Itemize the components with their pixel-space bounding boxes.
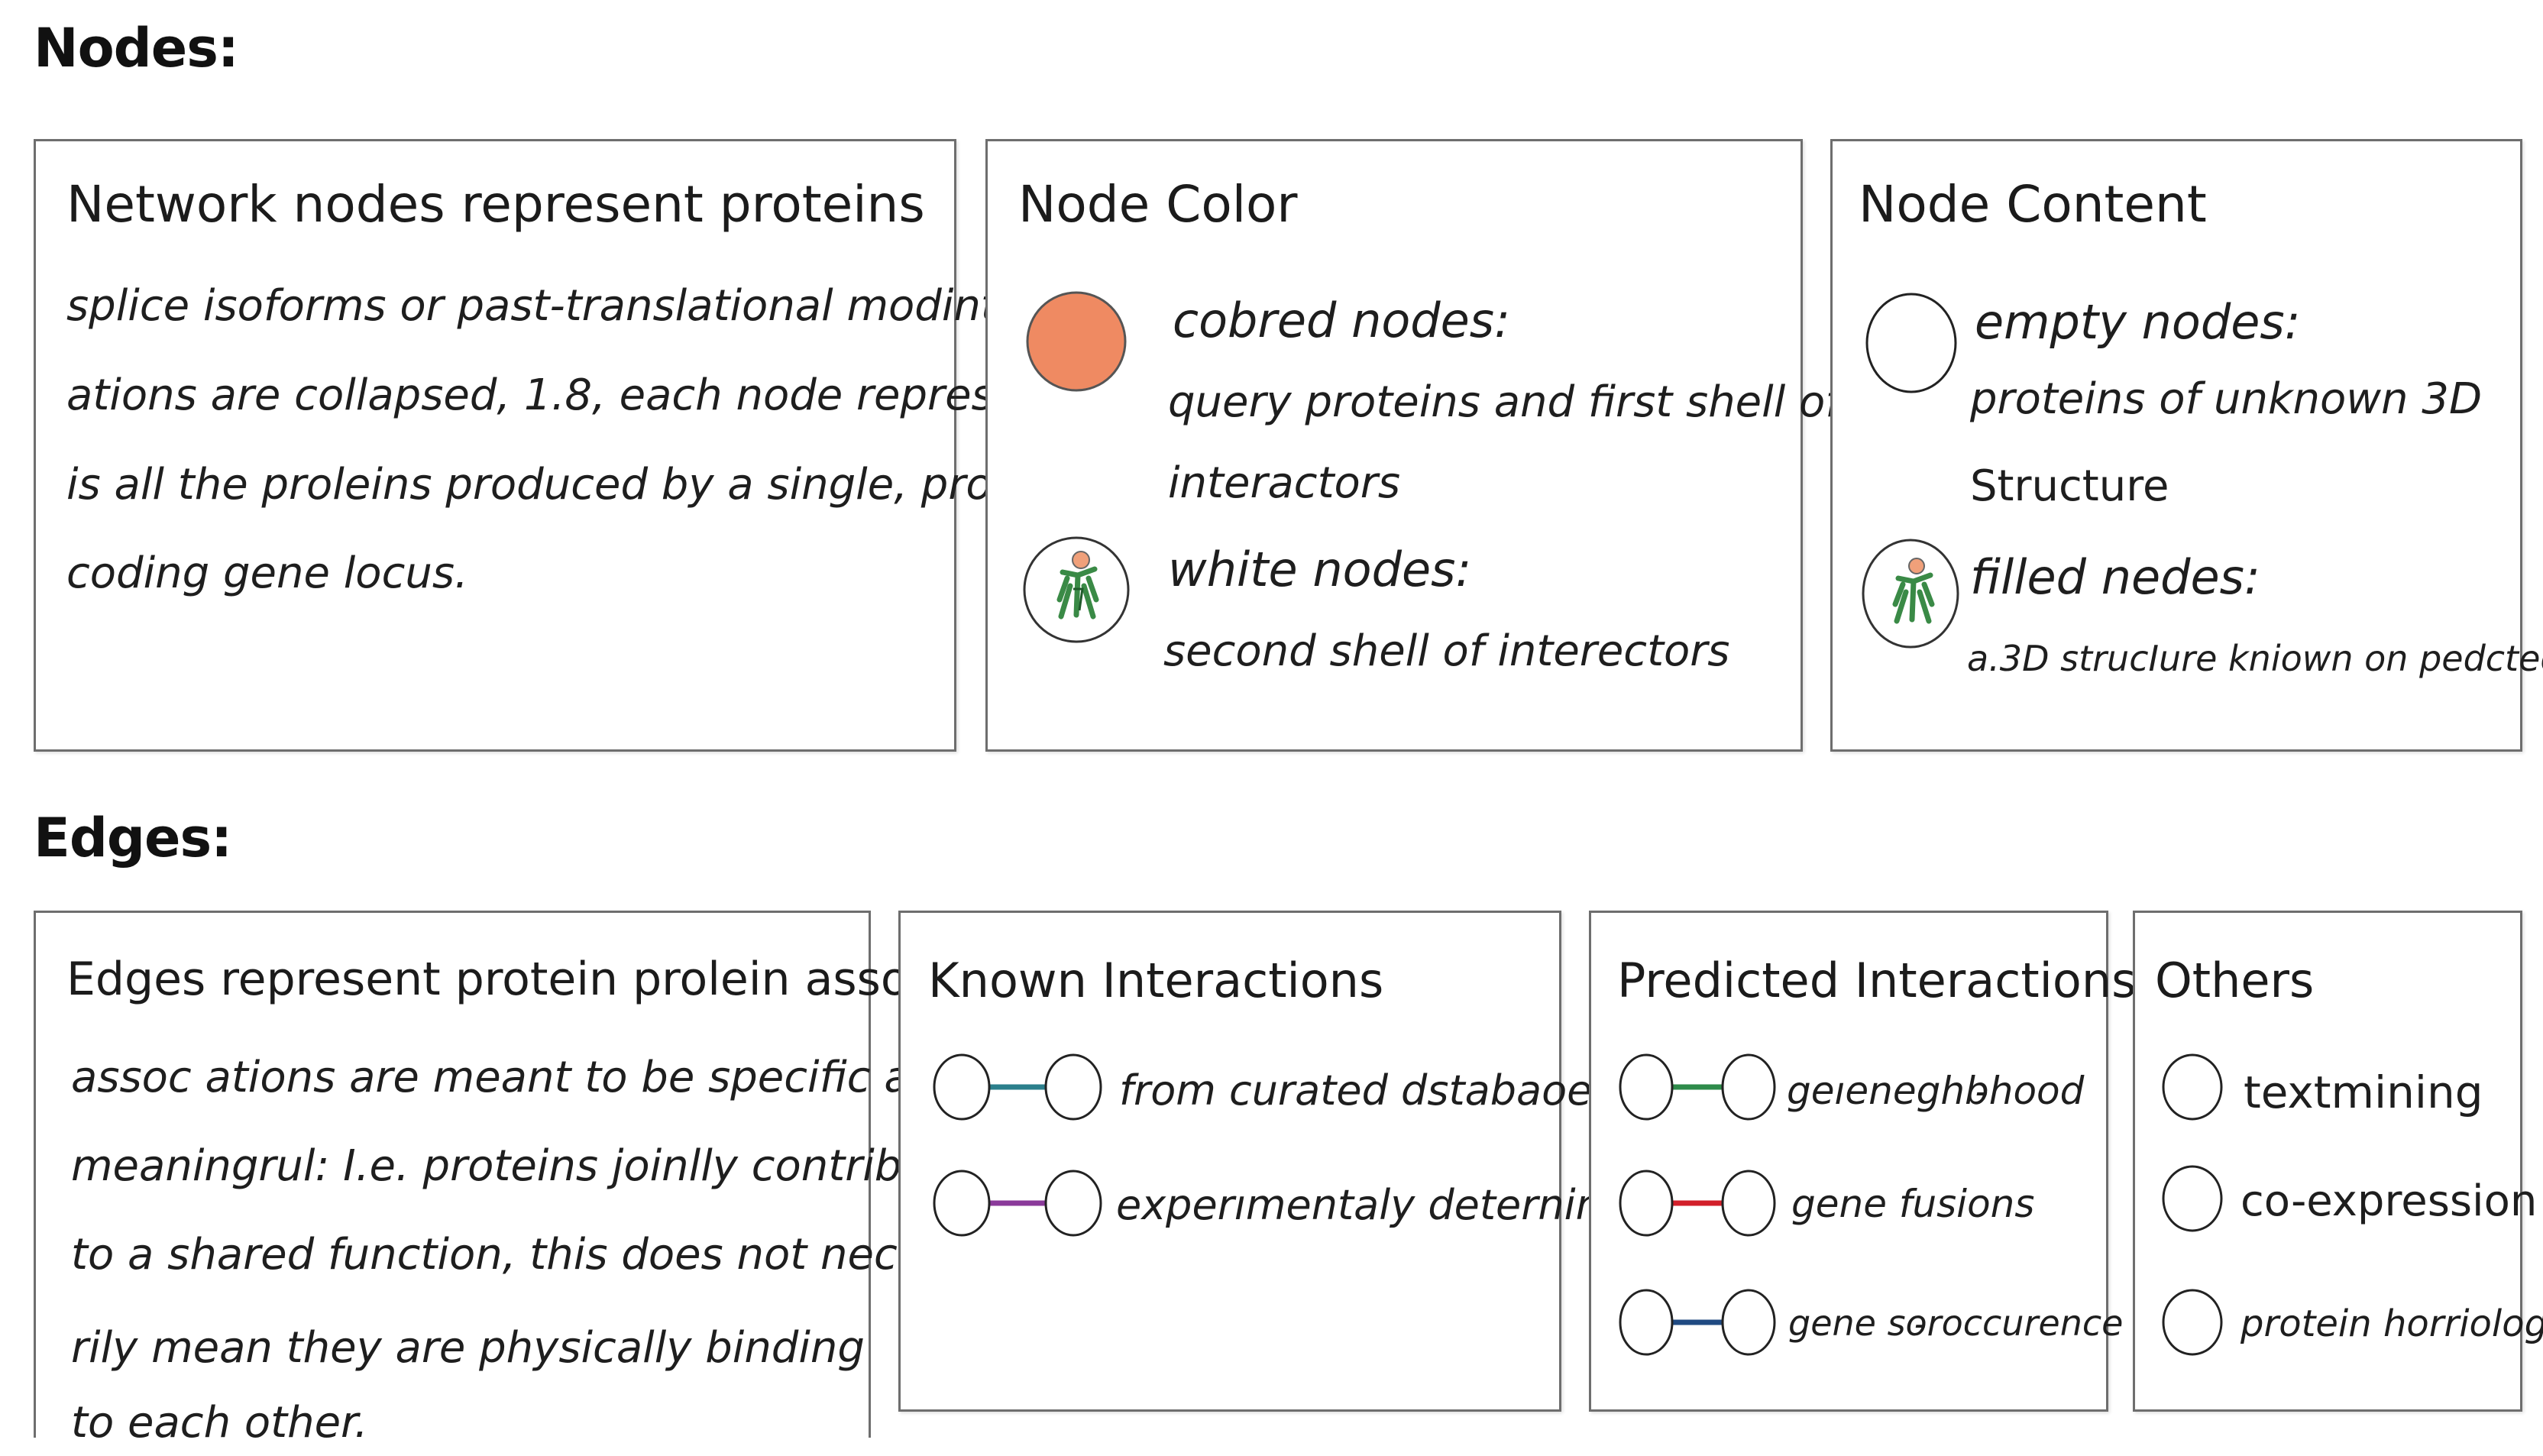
others-item-label: co-expression xyxy=(2240,1176,2538,1226)
edge-represent-line: rily mean they are physically binding xyxy=(71,1323,865,1373)
node-represent-line: is all the proleins produced by a single… xyxy=(66,460,1075,510)
others-title: Others xyxy=(2155,953,2315,1008)
empty-nodes-desc: proteins of unknown 3D xyxy=(1970,374,2483,424)
edge-represent-line: to each other. xyxy=(71,1398,368,1448)
edge-fusion-icon xyxy=(1619,1170,1776,1237)
others-panel: Others textmining co-expression protein … xyxy=(2133,911,2543,1412)
node-represent-panel: Network nodes represent proteins splice … xyxy=(34,139,1074,752)
known-interactions-panel: Known Interactions from curated dstabaoe… xyxy=(898,911,1653,1412)
empty-nodes-desc: Structure xyxy=(1970,461,2169,511)
node-represent-line: ations are collapsed, 1.8, each node rep… xyxy=(66,370,1061,420)
white-nodes-label: white nodes: xyxy=(1168,542,1472,597)
edge-represent-line: meaningrul: I.e. proteins joinlly contri… xyxy=(71,1141,972,1191)
node-represent-title: Network nodes represent proteins xyxy=(66,175,925,234)
predicted-interactions-title: Predicted Interactions xyxy=(1617,953,2137,1008)
filled-nodes-label: filled nedes: xyxy=(1970,549,2260,605)
colored-nodes-desc: query proteins and first shell of xyxy=(1168,377,1841,427)
edge-experimental-icon xyxy=(933,1170,1102,1237)
predicted-item-label: gene fusions xyxy=(1791,1182,2035,1226)
empty-nodes-label: empty nodes: xyxy=(1975,294,2301,350)
edge-neighborhood-icon xyxy=(1619,1053,1776,1121)
coexpression-node-icon xyxy=(2162,1165,2223,1232)
homology-node-icon xyxy=(2162,1289,2223,1356)
colored-node-icon xyxy=(1026,291,1127,392)
predicted-item-label: gene so̵roccurence xyxy=(1788,1302,2124,1344)
node-content-panel: Node Content empty nodes: proteins of un… xyxy=(1830,139,2543,752)
filled-nodes-desc: a.3D strucIure kniown on pedcted xyxy=(1967,638,2543,679)
edge-represent-panel: Edges represent protein prolein associa … xyxy=(34,911,995,1445)
others-item-label: textmining xyxy=(2244,1066,2483,1118)
known-item-label: experımentaly deternined xyxy=(1116,1181,1654,1229)
edge-curated-icon xyxy=(933,1053,1102,1121)
edge-cooccurrence-icon xyxy=(1619,1289,1776,1356)
edge-represent-line: to a shared function, this does not nece… xyxy=(71,1230,995,1280)
colored-nodes-label: cobred nodes: xyxy=(1173,293,1510,348)
known-interactions-title: Known Interactions xyxy=(928,953,1384,1008)
predicted-interactions-panel: Predicted Interactions geıeneghb̵hood ge… xyxy=(1589,911,2136,1412)
white-nodes-desc: second shell of interectors xyxy=(1163,626,1730,676)
empty-node-icon xyxy=(1865,293,1957,393)
filled-node-icon xyxy=(1862,539,1959,649)
nodes-heading: Nodes: xyxy=(34,17,239,79)
edge-represent-line: assoc ations are meant to be specific an… xyxy=(71,1053,965,1102)
white-node-icon xyxy=(1023,536,1130,643)
others-item-label: protein horriology xyxy=(2240,1302,2543,1345)
known-item-label: from curated dstabaoes xyxy=(1119,1066,1614,1115)
node-represent-line: coding gene locus. xyxy=(66,548,468,598)
node-represent-line: splice isoforms or past-translational mo… xyxy=(66,281,1014,331)
node-color-panel: Node Color cobred nodes: query proteins … xyxy=(985,139,1840,752)
predicted-item-label: geıeneghb̵hood xyxy=(1787,1069,2085,1113)
colored-nodes-desc: interactors xyxy=(1168,458,1401,508)
edges-heading: Edges: xyxy=(34,807,232,869)
textmining-node-icon xyxy=(2162,1053,2223,1121)
edge-represent-title: Edges represent protein prolein associa xyxy=(66,953,975,1006)
node-color-title: Node Color xyxy=(1018,175,1298,234)
node-content-title: Node Content xyxy=(1859,175,2207,234)
